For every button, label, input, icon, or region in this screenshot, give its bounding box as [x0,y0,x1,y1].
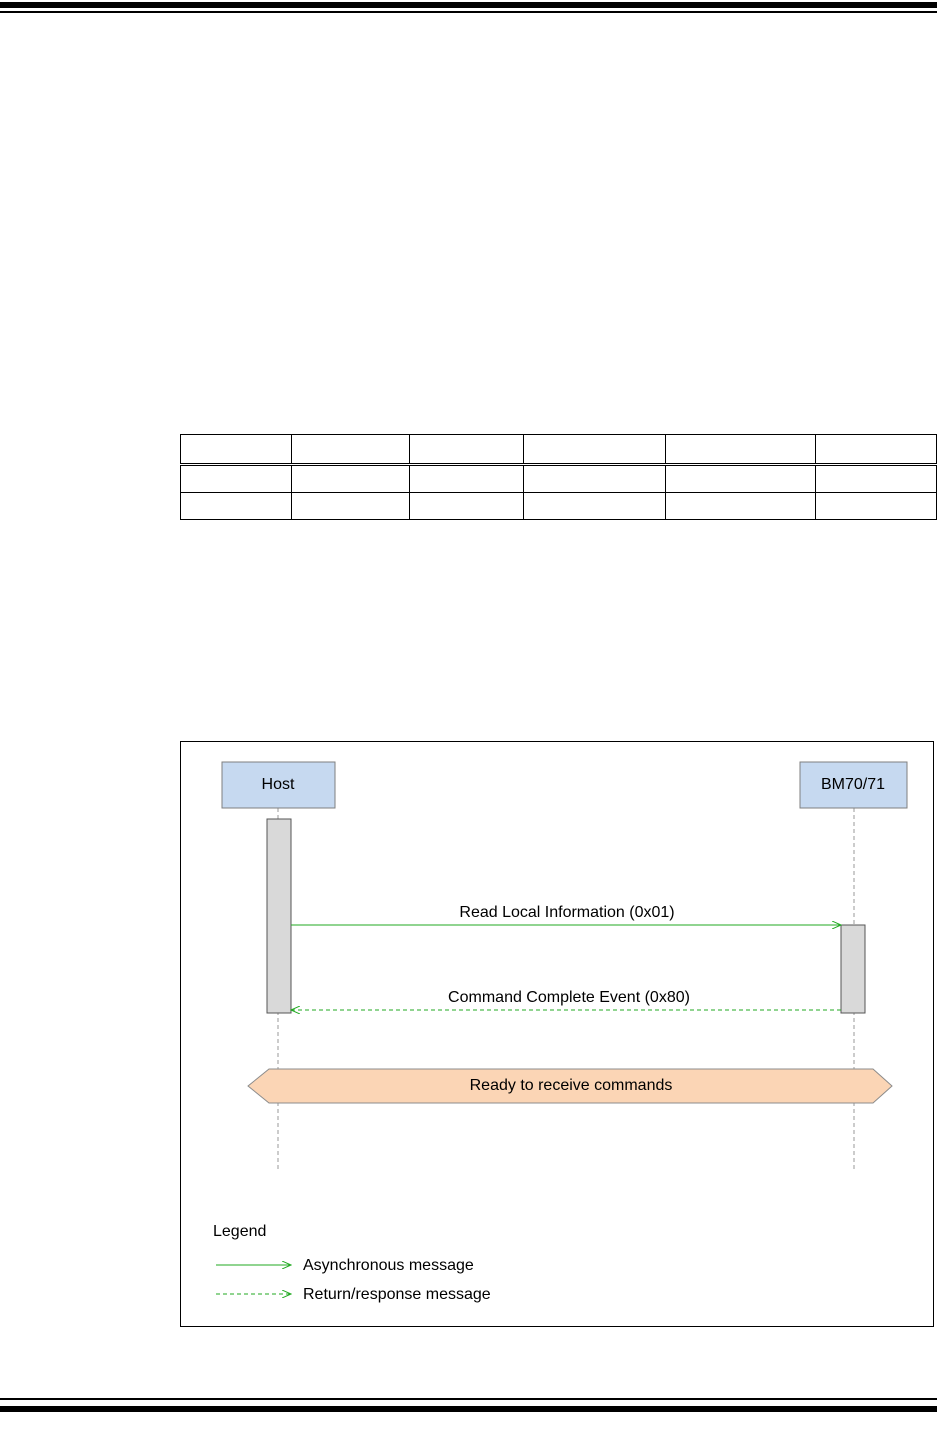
device-participant-box [799,761,908,809]
table-cell [665,492,816,520]
table-cell [409,434,524,466]
table-cell [409,492,524,520]
sequence-diagram: Host BM70/71 Read Local Information (0x0… [180,741,934,1327]
header-rule-thin [0,11,937,13]
header-rule-thick [0,2,937,8]
table-cell [180,464,292,493]
host-activation-bar [266,818,292,1014]
footer-rule-thin [0,1398,937,1400]
response-message-label: Command Complete Event (0x80) [448,989,690,1006]
table-cell [523,492,666,520]
table-cell [291,464,410,493]
ready-banner-label: Ready to receive commands [469,1077,673,1094]
legend-response-label: Return/response message [303,1286,491,1303]
table-cell [180,434,292,466]
table-cell [523,434,666,466]
table-row [180,464,937,493]
data-table [180,434,937,520]
device-activation-bar [840,924,866,1014]
table-cell [815,464,937,493]
table-header-row [180,434,937,466]
legend-title: Legend [213,1223,267,1240]
table-cell [180,492,292,520]
ready-banner-shape [247,1068,893,1104]
table-cell [665,464,816,493]
legend-async-label: Asynchronous message [303,1257,474,1274]
table-cell [523,464,666,493]
footer-rule-thick [0,1406,937,1412]
table-cell [815,492,937,520]
request-message-label: Read Local Information (0x01) [459,904,675,921]
table-cell [815,434,937,466]
table-row [180,492,937,520]
table-cell [291,434,410,466]
device-participant-label: BM70/71 [820,776,886,793]
table-cell [409,464,524,493]
host-participant-box [221,761,336,809]
table-cell [291,492,410,520]
host-participant-label: Host [261,776,295,793]
table-cell [665,434,816,466]
sequence-diagram-graphics [216,761,908,1328]
